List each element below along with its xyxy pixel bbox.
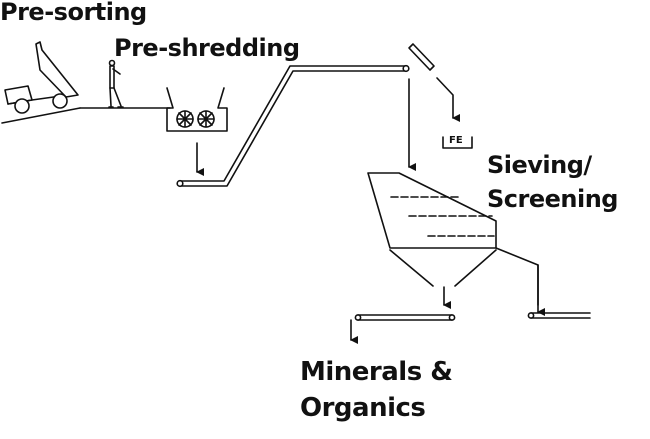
dump-truck-icon — [4, 41, 79, 114]
label-sieving-screening: Sieving/ Screening — [487, 148, 618, 216]
worker-icon — [108, 59, 124, 108]
shredder-icon — [166, 87, 228, 132]
label-organics: Organics — [300, 393, 426, 423]
magnet-icon — [408, 43, 435, 71]
label-minerals-organics: Minerals & Organics — [300, 354, 453, 426]
label-sieving: Sieving/ — [487, 151, 592, 179]
label-minerals: Minerals & — [300, 357, 453, 387]
fines-conveyor — [354, 314, 456, 321]
oversize-conveyor — [527, 312, 591, 319]
label-screening: Screening — [487, 185, 618, 213]
label-fe: FE — [449, 135, 463, 146]
label-pre-sorting: Pre-sorting — [0, 0, 147, 26]
fe-bin — [442, 136, 473, 149]
label-pre-shredding: Pre-shredding — [114, 34, 300, 62]
inclined-conveyor — [176, 64, 410, 188]
arrow-to-fe — [436, 77, 460, 122]
sieve-screen-icon — [367, 172, 539, 306]
ramp-line — [1, 107, 81, 124]
